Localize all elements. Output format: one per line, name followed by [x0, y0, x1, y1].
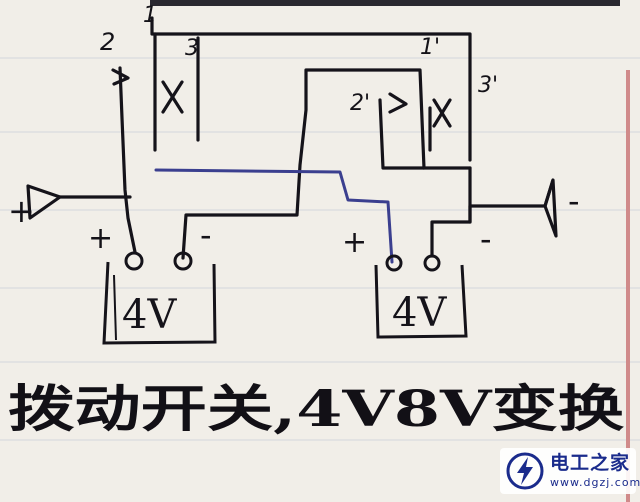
label-minus-right-battery: -: [480, 220, 492, 258]
battery-left-label: 4V: [122, 292, 177, 338]
watermark-title: 电工之家: [550, 452, 631, 474]
label-plus-left: +: [8, 192, 35, 230]
lightning-bolt-icon: [506, 452, 544, 490]
watermark-url: www.dgzj.com: [550, 476, 640, 489]
label-contact-2p: 2': [350, 91, 370, 116]
caption-text: 拨动开关,4V8V变换: [8, 379, 624, 438]
label-plus-right-battery: +: [342, 225, 367, 260]
battery-left: [102, 251, 217, 345]
left-speaker-symbol: [26, 184, 62, 220]
battery-right: [374, 254, 468, 339]
blue-wire: [154, 168, 394, 264]
battery-right-label: 4V: [392, 290, 447, 336]
label-contact-1p: 1': [420, 35, 440, 60]
label-plus-left-battery: +: [88, 221, 113, 256]
label-contact-1-top: 1: [143, 3, 157, 28]
ink-wiring: [58, 16, 547, 260]
watermark-badge: 电工之家 www.dgzj.com: [500, 448, 640, 494]
label-minus-left-battery: -: [200, 216, 212, 254]
label-contact-2: 2: [100, 28, 115, 56]
label-minus-right: -: [568, 182, 580, 220]
label-contact-3p: 3': [478, 73, 498, 98]
right-speaker-symbol: [543, 178, 558, 238]
label-contact-3: 3: [185, 36, 199, 61]
